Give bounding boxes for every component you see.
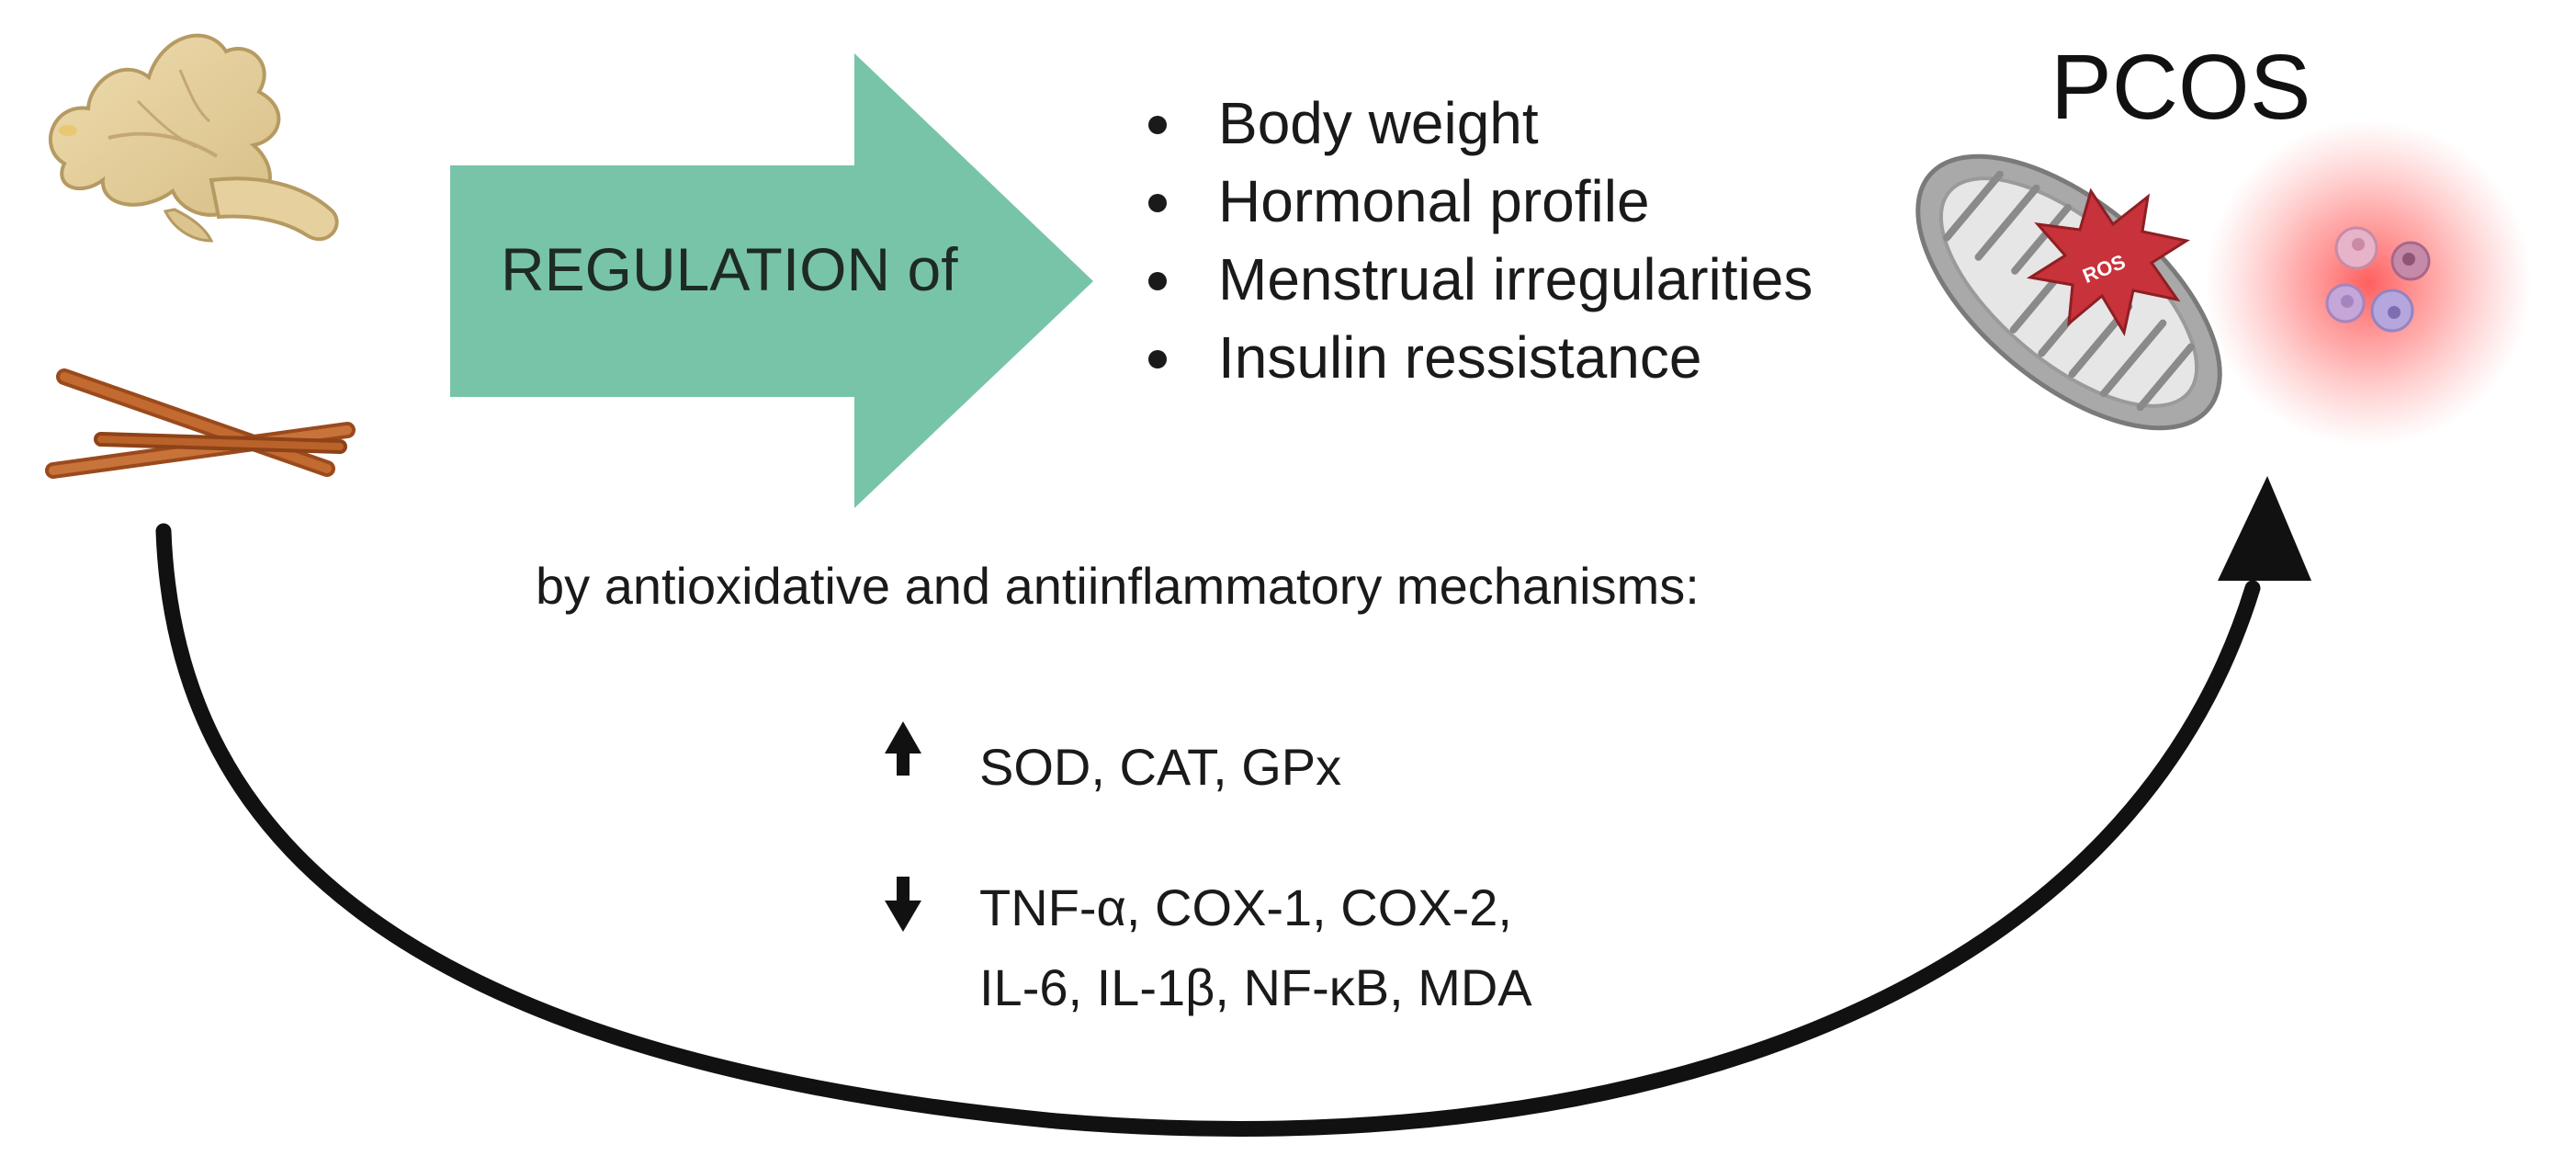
inflammatory-cells-icon (2205, 119, 2532, 447)
curved-arrow-head (2218, 476, 2311, 581)
ros-burst-icon (2026, 187, 2190, 337)
downregulated-markers-line1: TNF-α, COX-1, COX-2, (979, 878, 1512, 936)
effect-hormonal-profile: Hormonal profile (1148, 163, 1813, 241)
mechanisms-intro: by antioxidative and antiinflammatory me… (536, 557, 1700, 615)
effect-insulin-resistance: Insulin ressistance (1148, 319, 1813, 397)
regulated-effects-list: Body weight Hormonal profile Menstrual i… (1148, 85, 1813, 397)
up-arrow-icon (885, 721, 921, 776)
mitochondrion-icon (1915, 153, 2222, 431)
regulation-label: REGULATION of (501, 235, 958, 303)
pcos-title: PCOS (2051, 36, 2311, 139)
curved-pathway-arrow (155, 523, 2261, 1137)
cinnamon-sticks-icon (45, 368, 356, 479)
downregulated-markers-line2: IL-6, IL-1β, NF-κB, MDA (979, 958, 1532, 1016)
ginger-root-icon (48, 33, 339, 243)
regulation-arrow (450, 53, 1093, 508)
effect-body-weight: Body weight (1148, 85, 1813, 163)
down-arrow-icon (885, 877, 921, 932)
effect-menstrual-irregularities: Menstrual irregularities (1148, 241, 1813, 319)
upregulated-markers: SOD, CAT, GPx (979, 738, 1342, 796)
